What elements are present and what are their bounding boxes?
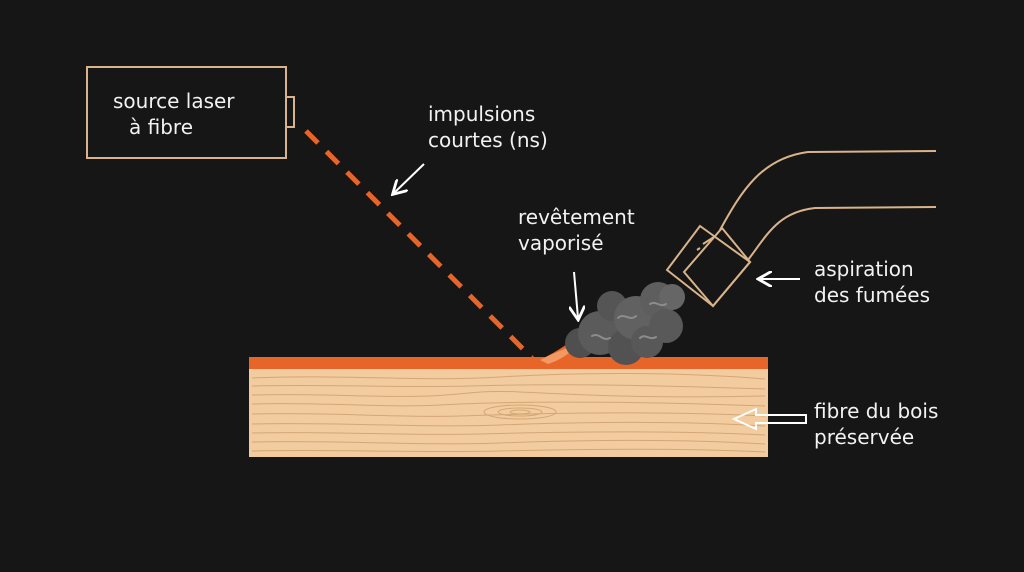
wood-fiber-arrow xyxy=(731,407,807,431)
coating-layer xyxy=(249,357,768,369)
vaporized-label: revêtement vaporisé xyxy=(518,205,635,255)
vaporized-arrow xyxy=(574,271,578,318)
smoke-plume xyxy=(565,282,685,365)
pulses-label: impulsions courtes (ns) xyxy=(428,102,548,152)
extraction-hose xyxy=(665,150,937,308)
laser-source-box xyxy=(86,66,295,159)
pulses-arrow xyxy=(394,163,425,193)
laser-beam xyxy=(304,129,534,360)
wood-plank xyxy=(249,368,768,457)
laser-source-label: source laser à fibre xyxy=(113,89,235,139)
wood-fiber-label: fibre du bois préservée xyxy=(814,399,939,449)
extraction-label: aspiration des fumées xyxy=(814,257,931,307)
